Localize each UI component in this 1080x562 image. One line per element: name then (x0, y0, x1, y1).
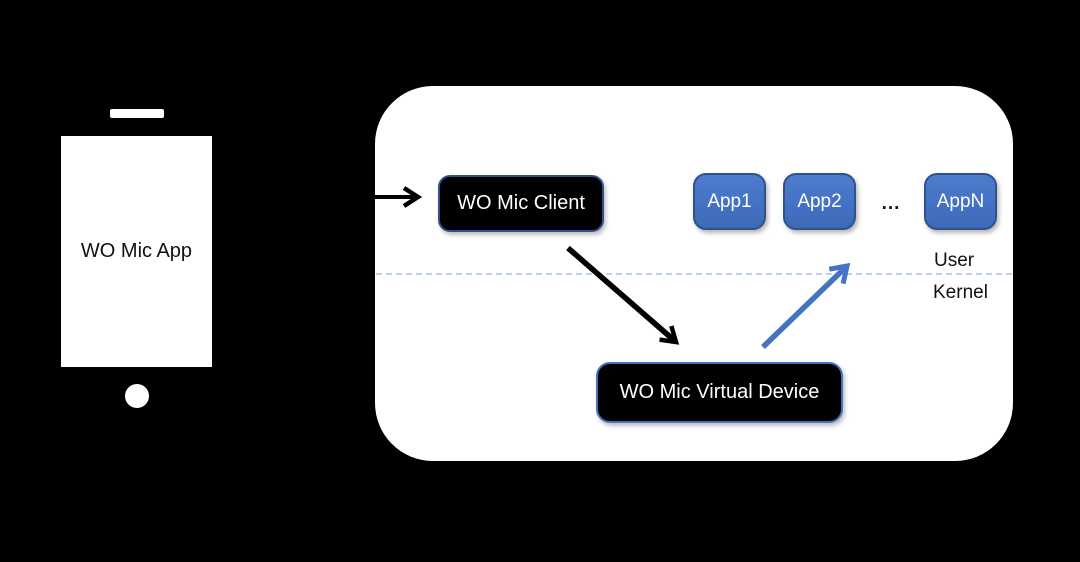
phone-speaker-bar (110, 109, 164, 118)
appn-label: AppN (936, 190, 985, 212)
app2-box: App2 (783, 173, 856, 230)
app2-label: App2 (797, 190, 842, 212)
wo-mic-client-box: WO Mic Client (438, 175, 604, 232)
wo-mic-virtual-device-label: WO Mic Virtual Device (619, 381, 820, 403)
app1-label: App1 (707, 190, 752, 212)
kernel-space-label: Kernel (933, 282, 988, 303)
app1-box: App1 (693, 173, 766, 230)
wo-mic-client-label: WO Mic Client (457, 192, 585, 214)
wo-mic-virtual-device-box: WO Mic Virtual Device (596, 362, 843, 423)
appn-box: AppN (924, 173, 997, 230)
phone-app-label: WO Mic App (80, 240, 193, 262)
apps-ellipsis: ... (881, 193, 901, 214)
user-space-label: User (934, 250, 975, 271)
phone-screen: WO Mic App (61, 136, 212, 367)
phone-home-button (125, 384, 149, 408)
